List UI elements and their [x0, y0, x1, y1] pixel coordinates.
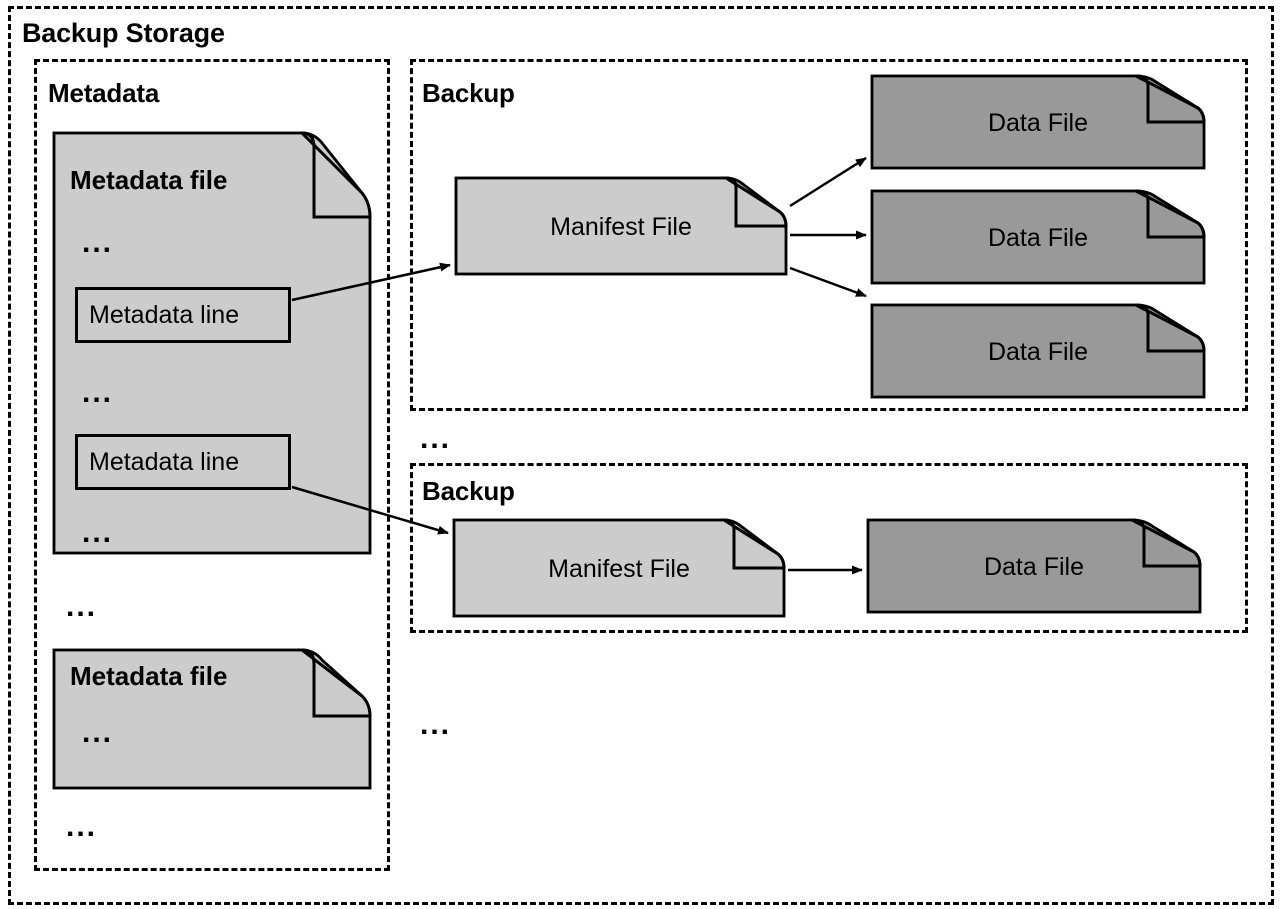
backup-storage-title: Backup Storage: [22, 18, 225, 48]
between-backups-ellipsis: ...: [420, 422, 452, 455]
data-file-4-shape: [866, 518, 1202, 614]
data-file-1[interactable]: Data File: [870, 74, 1206, 170]
metadata-section: [34, 59, 390, 871]
metadata-line-2[interactable]: Metadata line: [75, 434, 291, 490]
metadata-file-small-label: Metadata file: [70, 661, 228, 691]
data-file-2-label: Data File: [987, 224, 1089, 252]
manifest-file-1-label: Manifest File: [550, 213, 692, 241]
metadata-section-title: Metadata: [48, 78, 160, 108]
metadata-line-1[interactable]: Metadata line: [75, 287, 291, 343]
metadata-file-large-label: Metadata file: [70, 165, 228, 195]
metadata-file-small-ellipsis-top: ...: [82, 716, 114, 749]
manifest-file-2-label: Manifest File: [548, 555, 690, 583]
metadata-file-shape: [52, 131, 372, 555]
backup-section-1-title: Backup: [422, 78, 515, 108]
metadata-line-1-label: Metadata line: [89, 300, 240, 329]
data-file-3[interactable]: Data File: [870, 303, 1206, 399]
metadata-line-2-label: Metadata line: [89, 447, 240, 476]
metadata-file-small-shape: [52, 648, 372, 790]
data-file-4[interactable]: Data File: [866, 518, 1202, 614]
data-file-3-shape: [870, 303, 1206, 399]
manifest-file-2-shape: [452, 518, 786, 618]
after-backups-ellipsis: ...: [420, 708, 452, 741]
backup-section-2-title: Backup: [422, 476, 515, 506]
metadata-file-large[interactable]: Metadata file: [52, 131, 372, 555]
backup-storage-container: [8, 6, 1274, 905]
data-file-3-label: Data File: [987, 338, 1089, 366]
data-file-1-shape: [870, 74, 1206, 170]
data-file-1-label: Data File: [987, 109, 1089, 137]
metadata-file-small[interactable]: Metadata file: [52, 648, 372, 790]
metadata-file-large-ellipsis-bottom: ...: [82, 516, 114, 549]
metadata-file-large-ellipsis-mid: ...: [82, 376, 114, 409]
data-file-4-label: Data File: [983, 553, 1085, 581]
manifest-file-2[interactable]: Manifest File: [452, 518, 786, 618]
backup-section-1: [410, 59, 1248, 411]
metadata-section-ellipsis-mid: ...: [66, 590, 98, 623]
metadata-file-large-ellipsis-top: ...: [82, 226, 114, 259]
data-file-2-shape: [870, 189, 1206, 285]
metadata-section-ellipsis-bottom: ...: [66, 810, 98, 843]
manifest-file-1[interactable]: Manifest File: [454, 176, 788, 276]
manifest-file-1-shape: [454, 176, 788, 276]
data-file-2[interactable]: Data File: [870, 189, 1206, 285]
backup-section-2: [410, 463, 1248, 633]
